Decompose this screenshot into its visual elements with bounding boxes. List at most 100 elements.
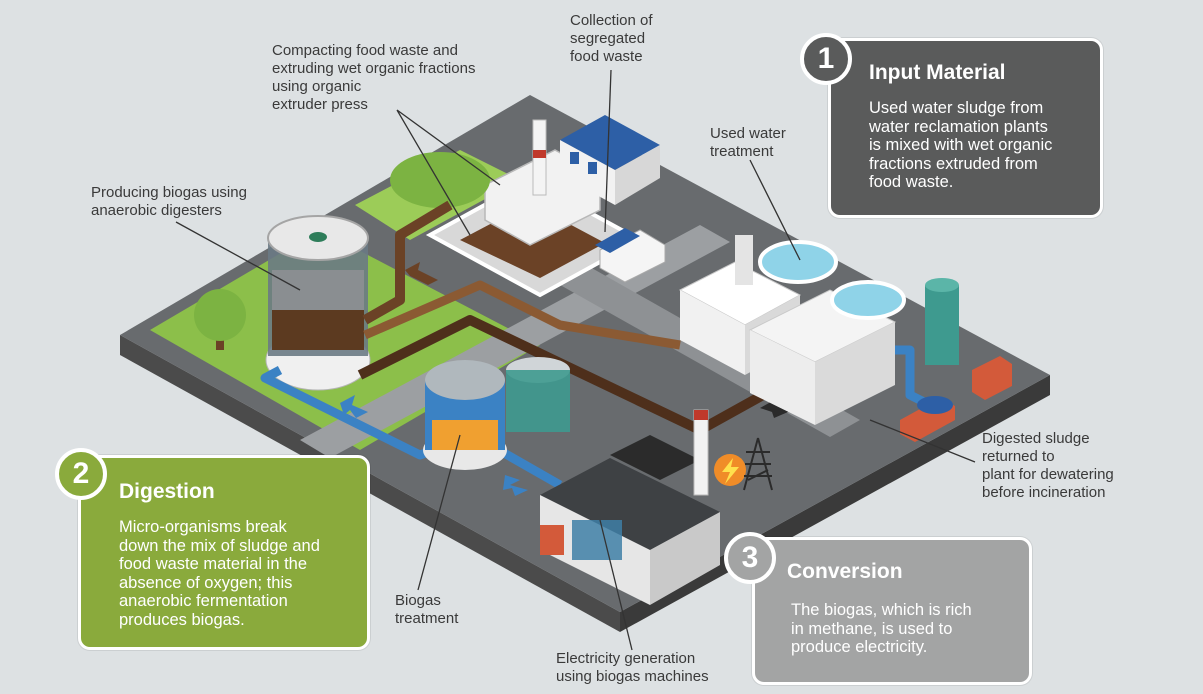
bushes bbox=[390, 152, 490, 208]
step-card-conversion: Conversion The biogas, which is rich in … bbox=[752, 537, 1032, 685]
pipe-brown-3 bbox=[357, 315, 793, 435]
step-1-body-line4: fractions extruded from bbox=[869, 154, 1038, 173]
storage-tank-body bbox=[506, 370, 570, 432]
truck-bin bbox=[595, 228, 640, 253]
arrow-icon bbox=[340, 395, 368, 418]
lightning-icon bbox=[722, 458, 739, 484]
clarifier-2 bbox=[830, 280, 906, 320]
step-card-input-material: Input Material Used water sludge from wa… bbox=[828, 38, 1103, 218]
power-annex-roof bbox=[610, 435, 700, 480]
power-door bbox=[540, 525, 564, 555]
callout-used-water-line1: Used water bbox=[710, 125, 786, 142]
leader-biogas-treatment bbox=[417, 434, 461, 591]
step-3-body-line3: produce electricity. bbox=[791, 638, 928, 656]
callout-collection-line3: food waste bbox=[570, 48, 643, 65]
collection-building-right bbox=[615, 145, 660, 205]
callout-biogas-production-line1: Producing biogas using bbox=[91, 184, 247, 201]
step-2-body: Micro-organisms break down the mix of sl… bbox=[119, 518, 320, 629]
callout-electricity: Electricity generation using biogas mach… bbox=[556, 650, 709, 686]
callout-electricity-line2: using biogas machines bbox=[556, 668, 709, 685]
biogas-tank-dome bbox=[425, 360, 505, 400]
step-3-badge: 3 bbox=[724, 532, 776, 584]
pylon-icon bbox=[743, 437, 773, 491]
callout-biogas-treatment-line1: Biogas bbox=[395, 592, 441, 609]
leader-used-water bbox=[749, 159, 801, 261]
step-3-title: Conversion bbox=[787, 560, 903, 583]
callout-used-water-line2: treatment bbox=[710, 143, 774, 160]
callout-collection-line1: Collection of bbox=[570, 12, 653, 29]
callout-biogas-production: Producing biogas using anaerobic digeste… bbox=[91, 184, 247, 220]
pipe-brown-2 bbox=[363, 280, 681, 350]
base-side-left bbox=[120, 335, 620, 632]
step-2-body-line5: anaerobic fermentation bbox=[119, 592, 288, 610]
callout-used-water: Used water treatment bbox=[710, 125, 786, 161]
pipe-brown-1 bbox=[362, 200, 453, 325]
chimney-2 bbox=[693, 409, 709, 496]
tanker-tank bbox=[917, 396, 953, 414]
callout-compacting-line1: Compacting food waste and bbox=[272, 42, 458, 59]
silo bbox=[925, 285, 959, 365]
window-b bbox=[588, 162, 597, 174]
container bbox=[972, 356, 1012, 400]
callout-compacting-line4: extruder press bbox=[272, 96, 368, 113]
digester-gas bbox=[272, 270, 364, 310]
biogas-tank-fill bbox=[432, 420, 498, 450]
step-3-body: The biogas, which is rich in methane, is… bbox=[791, 601, 972, 657]
chimney-1-band bbox=[533, 150, 546, 158]
window-a bbox=[570, 152, 579, 164]
treatment-tower bbox=[735, 235, 753, 285]
leader-compacting bbox=[396, 109, 501, 236]
tree-icon bbox=[194, 289, 246, 341]
power-glass bbox=[572, 520, 622, 560]
step-2-title: Digestion bbox=[119, 480, 215, 503]
collection-building-roof bbox=[560, 115, 660, 170]
step-1-body-line3: is mixed with wet organic bbox=[869, 136, 1053, 154]
callout-biogas-production-line2: anaerobic digesters bbox=[91, 202, 222, 219]
callout-electricity-line1: Electricity generation bbox=[556, 650, 696, 667]
annex-front bbox=[815, 322, 895, 425]
callout-compacting-line3: using organic bbox=[272, 78, 362, 95]
step-1-body-line1: Used water sludge from bbox=[869, 99, 1044, 117]
annex-left bbox=[750, 330, 815, 425]
digester-hatch bbox=[309, 232, 327, 242]
step-2-badge: 2 bbox=[55, 448, 107, 500]
digester-sludge bbox=[272, 310, 364, 350]
treatment-left bbox=[680, 290, 745, 375]
step-2-body-line6: produces biogas. bbox=[119, 610, 245, 629]
step-1-badge: 1 bbox=[800, 33, 852, 85]
leader-biogas-prod bbox=[175, 221, 301, 291]
clarifier-1 bbox=[758, 240, 838, 284]
step-2-body-line2: down the mix of sludge and bbox=[119, 536, 320, 555]
arrow-icon-2 bbox=[503, 475, 528, 496]
step-2-body-line4: absence of oxygen; this bbox=[119, 573, 293, 592]
callout-compacting-line2: extruding wet organic fractions bbox=[272, 60, 476, 77]
callout-digested-sludge: Digested sludge returned to plant for de… bbox=[982, 430, 1114, 502]
callout-digested-line1: Digested sludge bbox=[982, 430, 1090, 447]
step-1-title: Input Material bbox=[869, 61, 1006, 84]
callout-biogas-treatment-line2: treatment bbox=[395, 610, 459, 627]
callout-collection-line2: segregated bbox=[570, 30, 646, 47]
step-1-body-line2: water reclamation plants bbox=[869, 117, 1048, 136]
silo-top bbox=[925, 278, 959, 292]
step-2-body-line3: food waste material in the bbox=[119, 555, 308, 573]
power-roof bbox=[540, 458, 720, 550]
callout-digested-line3: plant for dewatering bbox=[982, 466, 1114, 483]
leader-electricity bbox=[599, 519, 633, 651]
leader-digested bbox=[869, 419, 976, 463]
leader-collection bbox=[604, 69, 612, 233]
step-1-body-line5: food waste. bbox=[869, 173, 954, 191]
step-3-body-line1: The biogas, which is rich bbox=[791, 601, 972, 619]
callout-collection: Collection of segregated food waste bbox=[570, 12, 653, 66]
callout-digested-line2: returned to bbox=[982, 448, 1055, 465]
callout-biogas-treatment: Biogas treatment bbox=[395, 592, 458, 628]
callout-compacting: Compacting food waste and extruding wet … bbox=[272, 42, 475, 114]
step-card-digestion: Digestion Micro-organisms break down the… bbox=[78, 455, 370, 650]
power-right bbox=[650, 512, 720, 605]
step-2-body-line1: Micro-organisms break bbox=[119, 518, 287, 536]
callout-digested-line4: before incineration bbox=[982, 484, 1106, 501]
step-1-body: Used water sludge from water reclamation… bbox=[869, 99, 1052, 192]
arrow-icon-4 bbox=[405, 262, 438, 285]
chimney-2-band bbox=[694, 410, 708, 420]
